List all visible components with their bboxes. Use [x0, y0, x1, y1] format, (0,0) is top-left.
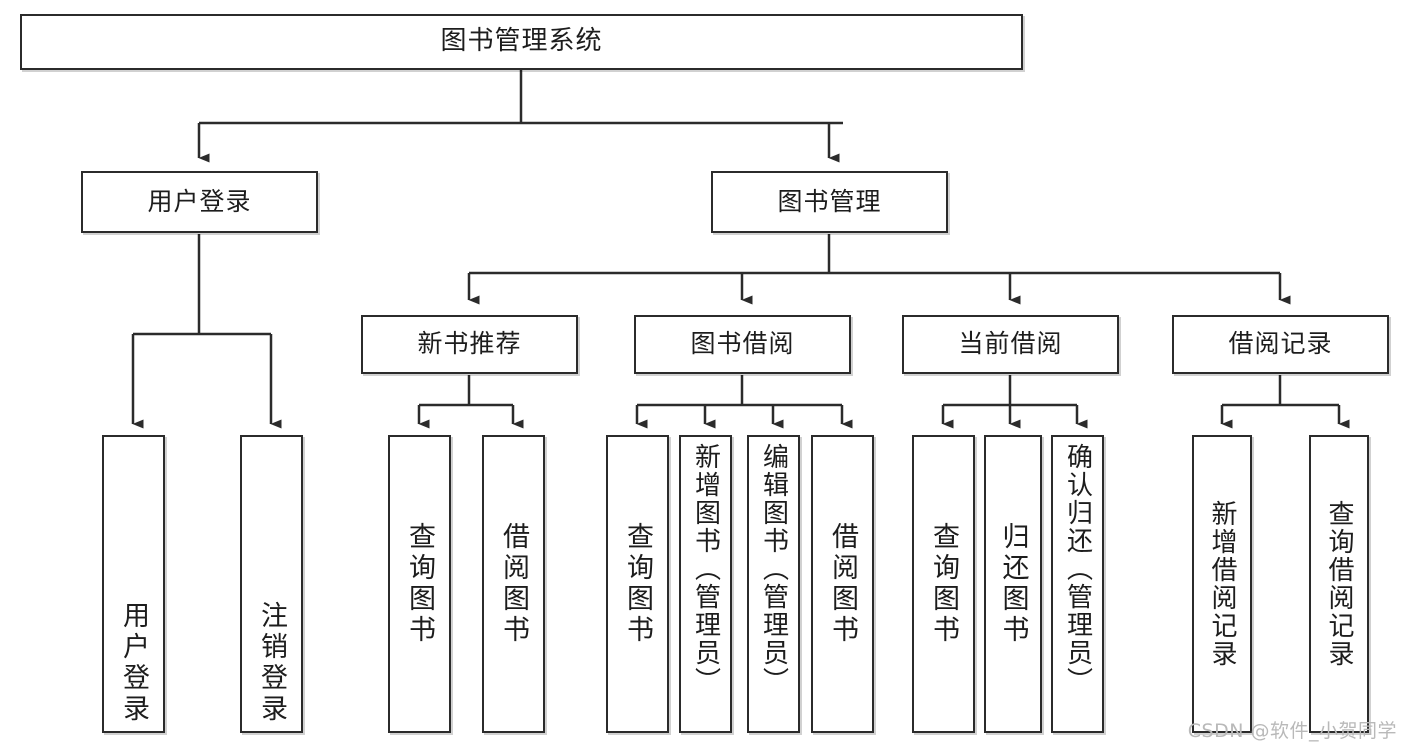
node-label: 当前借阅: [958, 329, 1063, 359]
node-label: 查询借阅记录: [1324, 500, 1354, 668]
node-label: 图书借阅: [690, 329, 795, 359]
leaf-user-login[interactable]: 用户登录: [102, 435, 165, 733]
node-current-borrow[interactable]: 当前借阅: [902, 315, 1119, 374]
node-borrow-record[interactable]: 借阅记录: [1172, 315, 1389, 374]
node-label: 借阅图书: [827, 522, 858, 646]
node-label: 图书管理系统: [440, 26, 603, 57]
node-label: 查询图书: [928, 522, 959, 646]
node-book-borrow[interactable]: 图书借阅: [634, 315, 851, 374]
node-label: 借阅记录: [1228, 329, 1333, 359]
node-label: 用户登录: [147, 186, 252, 216]
node-label: 归还图书: [997, 522, 1029, 646]
node-label: 确认归还（管理员）: [1062, 443, 1093, 695]
node-label: 注销登录: [256, 601, 287, 725]
leaf-borrow-book-recommend[interactable]: 借阅图书: [482, 435, 545, 733]
leaf-add-book-admin[interactable]: 新增图书（管理员）: [679, 435, 732, 733]
node-new-book-recommend[interactable]: 新书推荐: [361, 315, 578, 374]
leaf-borrow-book[interactable]: 借阅图书: [811, 435, 874, 733]
node-label: 查询图书: [622, 522, 653, 646]
leaf-return-book[interactable]: 归还图书: [984, 435, 1042, 733]
leaf-add-borrow-record[interactable]: 新增借阅记录: [1192, 435, 1252, 733]
leaf-query-book-current[interactable]: 查询图书: [912, 435, 975, 733]
leaf-edit-book-admin[interactable]: 编辑图书（管理员）: [747, 435, 800, 733]
leaf-logout[interactable]: 注销登录: [240, 435, 303, 733]
node-label: 编辑图书（管理员）: [758, 443, 789, 695]
node-root-book-management-system[interactable]: 图书管理系统: [20, 14, 1023, 70]
node-book-management[interactable]: 图书管理: [711, 171, 948, 233]
node-label: 用户登录: [118, 601, 149, 725]
node-label: 查询图书: [404, 522, 435, 646]
leaf-query-book-borrow[interactable]: 查询图书: [606, 435, 669, 733]
node-label: 新书推荐: [417, 329, 522, 359]
node-user-login[interactable]: 用户登录: [81, 171, 318, 233]
node-label: 图书管理: [777, 186, 882, 216]
leaf-confirm-return-admin[interactable]: 确认归还（管理员）: [1051, 435, 1104, 733]
leaf-query-book-recommend[interactable]: 查询图书: [388, 435, 451, 733]
csdn-watermark: CSDN @软件_小贺同学: [1187, 720, 1397, 742]
leaf-query-borrow-record[interactable]: 查询借阅记录: [1309, 435, 1369, 733]
node-label: 新增借阅记录: [1207, 500, 1237, 668]
node-label: 新增图书（管理员）: [690, 443, 721, 695]
node-label: 借阅图书: [498, 522, 529, 646]
